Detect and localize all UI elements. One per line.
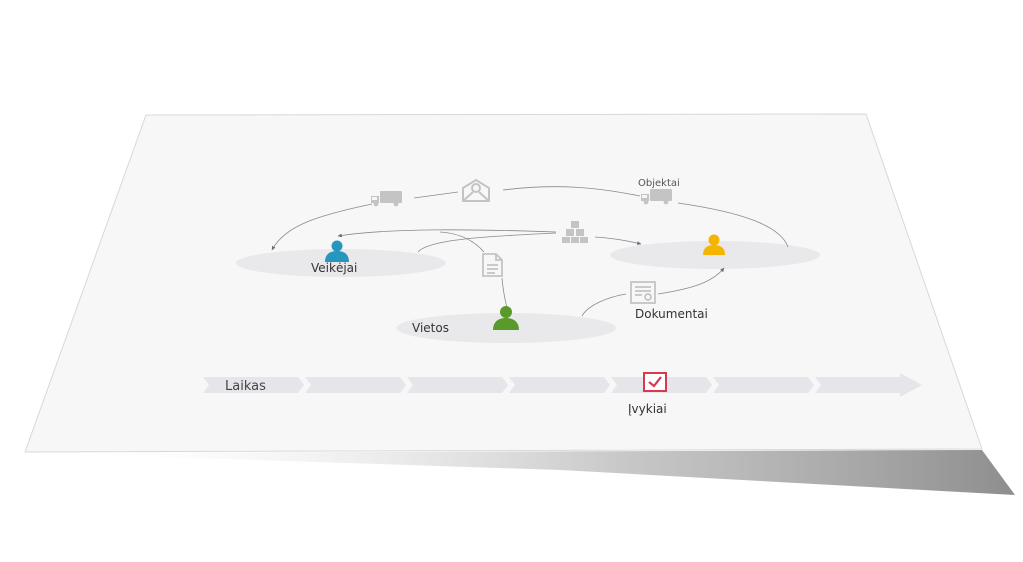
boxes-icon	[562, 221, 588, 243]
objects-label: Objektai	[638, 178, 680, 189]
timeline-segment	[203, 377, 304, 393]
link-actor-document	[439, 231, 485, 253]
timeline-segment	[305, 377, 406, 393]
timeline-segment	[713, 377, 814, 393]
connections	[271, 186, 789, 317]
actors-ellipse	[236, 249, 446, 277]
documents-label: Dokumentai	[635, 307, 708, 321]
truck-icon	[641, 189, 672, 205]
person-icon	[703, 234, 725, 255]
certificate-icon	[630, 281, 656, 304]
link-mail-truck	[413, 191, 459, 199]
truck-icon	[371, 191, 402, 207]
link-cert-objects	[657, 267, 725, 295]
mail-icon	[462, 178, 490, 202]
link-objtruck-objects	[677, 202, 789, 248]
person-icon	[493, 306, 519, 330]
link-mail-objtruck	[502, 186, 641, 197]
link-actors-boxes	[417, 232, 557, 253]
link-document-places	[501, 277, 508, 309]
events-label: Įvykiai	[628, 402, 667, 416]
timeline	[203, 373, 922, 397]
link-boxes-actors	[337, 229, 557, 238]
timeline-segment	[407, 377, 508, 393]
sheet-shadow	[40, 450, 1015, 495]
timeline-segment	[509, 377, 610, 393]
link-boxes-objects	[594, 236, 642, 245]
link-places-certificate	[581, 293, 627, 317]
sheet	[24, 113, 983, 453]
timeline-arrowhead	[815, 373, 922, 397]
check-icon	[643, 372, 667, 392]
actors-label: Veikėjai	[311, 261, 357, 275]
document-icon	[482, 253, 503, 277]
person-icon	[325, 240, 349, 262]
link-truck-actors	[271, 203, 373, 251]
places-label: Vietos	[412, 321, 449, 335]
time-label: Laikas	[225, 379, 266, 394]
